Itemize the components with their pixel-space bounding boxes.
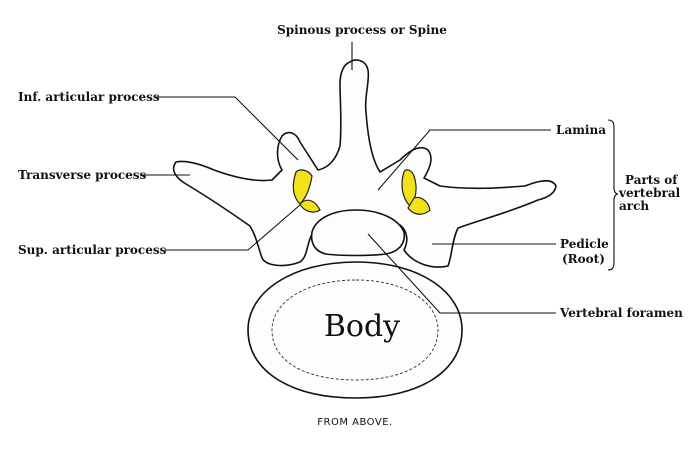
- label-parts-line2: vertebral: [618, 186, 681, 200]
- arch-bracket: [607, 119, 619, 271]
- label-body: Body: [324, 309, 400, 344]
- leader-sup-articular: [165, 204, 301, 251]
- label-pedicle: Pedicle: [560, 237, 609, 251]
- leader-foramen: [367, 233, 556, 314]
- articular-facet-right-upper: [401, 169, 417, 207]
- inf-articular-facet-left: [292, 169, 313, 205]
- label-vertebral-foramen: Vertebral foramen: [559, 306, 683, 320]
- label-parts-line1: Parts of: [625, 173, 678, 187]
- leader-lines: [140, 42, 619, 314]
- label-inf-articular-process: Inf. articular process: [18, 90, 160, 104]
- vertebral-body: [247, 261, 463, 399]
- sup-articular-facet-left: [299, 199, 321, 213]
- leader-lamina: [377, 129, 551, 191]
- label-lamina: Lamina: [556, 123, 606, 137]
- label-spinous-process: Spinous process or Spine: [277, 23, 447, 37]
- label-parts-line3: arch: [619, 199, 649, 213]
- label-root: (Root): [562, 252, 605, 266]
- caption-from-above: FROM ABOVE.: [317, 417, 392, 428]
- vertebral-arch: [172, 59, 557, 268]
- articular-facet-right-lower: [407, 196, 431, 215]
- leader-inf-articular: [155, 96, 299, 161]
- label-transverse-process: Transverse process: [18, 168, 147, 182]
- label-sup-articular-process: Sup. articular process: [18, 243, 167, 257]
